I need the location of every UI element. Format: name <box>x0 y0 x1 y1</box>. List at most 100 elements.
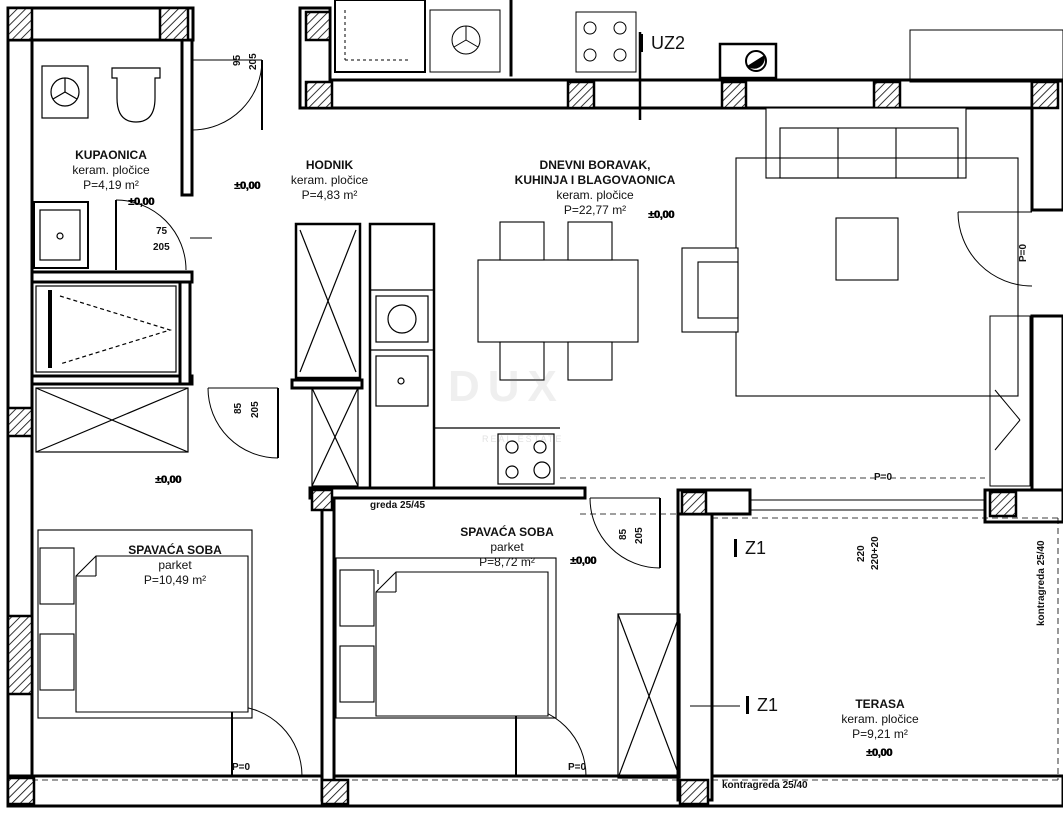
wall-hall-wardrobe <box>290 378 364 390</box>
wardrobes <box>35 222 681 779</box>
wardrobe-room1 <box>35 387 189 453</box>
dim-room2-door-height: 205 <box>634 527 645 544</box>
bidet <box>41 65 89 119</box>
wall-shower-right <box>178 278 192 386</box>
washbasin <box>33 201 89 269</box>
level-mark-terrace: ±0,00 <box>866 747 892 759</box>
upper-unit <box>334 0 1063 120</box>
dim-p0-terrace: P=0 <box>874 472 893 483</box>
column <box>872 80 902 110</box>
sofa <box>765 107 967 179</box>
column <box>320 778 350 806</box>
column <box>6 776 36 806</box>
tag-z1-lower: Z1 <box>746 696 778 714</box>
dim-bath-door-height: 205 <box>153 242 170 253</box>
room-spavaca-soba-1: SPAVAĆA SOBA parket P=10,49 m² <box>110 543 240 588</box>
wall-shower-bottom <box>30 374 194 386</box>
room-area: P=22,77 m² <box>563 203 627 217</box>
bed-room2 <box>335 557 557 719</box>
level-mark-living: ±0,00 <box>648 209 674 221</box>
furniture <box>477 107 1019 397</box>
wall-room2-right <box>676 488 714 802</box>
terrace <box>32 477 1059 782</box>
dim-bath-door-width: 75 <box>156 226 168 237</box>
wall-bath-right <box>180 38 194 197</box>
room-terasa: TERASA keram. pločice P=9,21 m² <box>820 697 940 742</box>
room-name: SPAVAĆA SOBA <box>128 543 222 557</box>
bathroom-fixtures <box>33 65 177 373</box>
wall-greda <box>308 486 587 500</box>
shower <box>35 285 177 373</box>
wardrobe-room2 <box>617 613 681 779</box>
room-name: TERASA <box>855 697 905 711</box>
room-area: P=4,19 m² <box>83 178 139 192</box>
beds <box>37 529 557 719</box>
room-finish: keram. pločice <box>290 173 369 187</box>
watermark-subtitle: REAL ESTATE <box>482 434 564 444</box>
armchair <box>681 247 739 333</box>
column <box>566 80 596 110</box>
toilet <box>111 67 161 123</box>
level-mark-room1: ±0,00 <box>155 474 181 486</box>
dim-room2-door-width: 85 <box>618 528 629 540</box>
room-area: P=9,21 m² <box>852 727 908 741</box>
kitchen <box>368 222 560 490</box>
room-kupaonica: KUPAONICA keram. pločice P=4,19 m² <box>56 148 166 193</box>
level-mark-room2: ±0,00 <box>570 555 596 567</box>
room-area: P=4,83 m² <box>301 188 358 202</box>
room-finish: keram. pločice <box>72 163 150 177</box>
wall-bottom <box>6 774 1063 808</box>
dim-door-top-height: 205 <box>248 53 259 70</box>
dim-terrace-opening-total: 220+20 <box>870 536 881 570</box>
wall-top-living <box>298 78 1063 110</box>
column <box>304 80 334 110</box>
level-mark-hall: ±0,00 <box>234 180 260 192</box>
room-name: HODNIK <box>305 158 354 172</box>
wardrobe-hall <box>294 222 362 380</box>
column <box>6 406 34 438</box>
tag-uz2: UZ2 <box>640 34 685 52</box>
column <box>158 6 190 42</box>
room-name: KUPAONICA <box>75 148 147 162</box>
dim-p0-room2: P=0 <box>568 762 587 773</box>
note-kontragreda-bottom: kontragreda 25/40 <box>722 780 808 791</box>
dim-p0-living: P=0 <box>1018 243 1029 262</box>
room-area: P=8,72 m² <box>479 555 535 569</box>
dim-hall-door-height: 205 <box>250 401 261 418</box>
watermark-logo: DUX <box>448 362 565 411</box>
coffee-table <box>835 217 899 281</box>
dim-hall-door-width: 85 <box>233 402 244 414</box>
dim-door-top-width: 95 <box>232 54 243 66</box>
column <box>680 490 708 516</box>
doors <box>115 59 1033 777</box>
room-finish: parket <box>158 558 192 572</box>
column <box>6 6 34 42</box>
wall-bath-divider <box>30 270 194 284</box>
column <box>304 10 332 42</box>
note-greda: greda 25/45 <box>370 500 426 511</box>
column <box>1030 80 1060 110</box>
wall-room-divider <box>320 490 336 802</box>
dim-p0-room1: P=0 <box>232 762 251 773</box>
room-spavaca-soba-2: SPAVAĆA SOBA parket P=8,72 m² <box>442 525 572 570</box>
room-area: P=10,49 m² <box>143 573 207 587</box>
column <box>310 488 334 512</box>
room-finish: keram. pločice <box>841 712 919 726</box>
room-hodnik: HODNIK keram. pločice P=4,83 m² <box>272 158 387 203</box>
column <box>988 490 1018 518</box>
level-mark-bath: ±0,00 <box>128 196 154 208</box>
dim-terrace-opening: 220 <box>856 545 867 562</box>
room-finish: parket <box>490 540 524 554</box>
note-kontragreda-side: kontragreda 25/40 <box>1036 540 1047 626</box>
column <box>720 80 748 110</box>
room-name: DNEVNI BORAVAK, <box>539 158 651 172</box>
dining-table <box>477 259 639 343</box>
bed-room1 <box>37 529 253 719</box>
column <box>678 778 710 806</box>
tag-z1-upper: Z1 <box>734 539 766 557</box>
room-name: SPAVAĆA SOBA <box>460 525 554 539</box>
wardrobe-hall-2 <box>311 387 359 487</box>
room-dnevni-boravak: DNEVNI BORAVAK, KUHINJA I BLAGOVAONICA k… <box>495 158 695 218</box>
room-finish: keram. pločice <box>556 188 634 202</box>
